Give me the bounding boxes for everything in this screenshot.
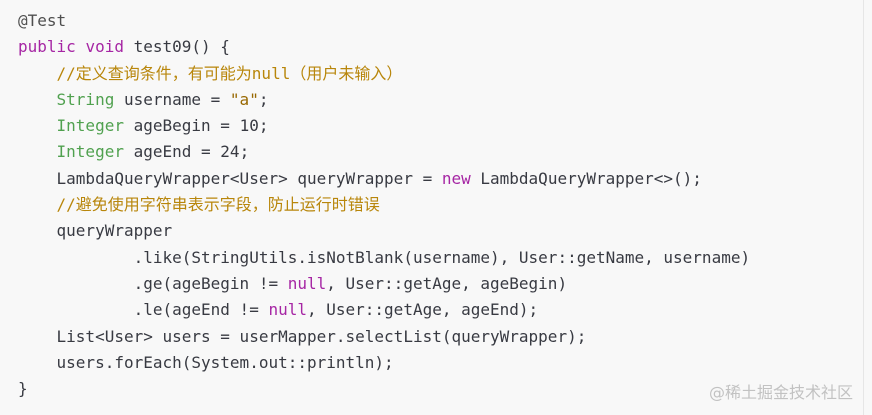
code-token: List<User> users = userMapper.selectList…: [18, 326, 587, 346]
code-token: ageBegin = 10;: [123, 116, 269, 136]
code-token: .le(ageEnd !=: [18, 300, 269, 320]
code-token: @Test: [18, 11, 67, 30]
code-token: LambdaQueryWrapper<User> queryWrapper =: [18, 168, 442, 188]
code-token: Integer: [56, 142, 124, 162]
code-token: [18, 195, 57, 214]
code-token: , User::getAge, ageEnd);: [306, 300, 539, 320]
code-token: username =: [114, 89, 230, 109]
code-token: new: [441, 168, 471, 188]
code-token: Integer: [56, 116, 124, 136]
watermark: @稀土掘金技术社区: [708, 383, 853, 402]
code-token: [18, 142, 57, 161]
code-line: .ge(ageBegin != null, User::getAge, ageB…: [18, 271, 863, 297]
code-line: .le(ageEnd != null, User::getAge, ageEnd…: [18, 297, 863, 323]
code-token: }: [18, 379, 28, 399]
code-token: //定义查询条件，有可能为null（用户未输入）: [56, 63, 403, 83]
code-token: [18, 64, 57, 83]
code-token: null: [268, 300, 307, 320]
code-line: List<User> users = userMapper.selectList…: [18, 324, 863, 350]
code-token: LambdaQueryWrapper<>();: [470, 168, 702, 188]
code-token: //避免使用字符串表示字段，防止运行时错误: [56, 195, 380, 215]
code-line: public void test09() {: [18, 34, 863, 60]
code-token: , User::getAge, ageBegin): [326, 273, 568, 293]
code-token: [76, 37, 86, 56]
code-line: String username = "a";: [18, 87, 863, 113]
code-line: queryWrapper: [18, 218, 863, 244]
code-token: String: [56, 89, 115, 109]
code-line: //定义查询条件，有可能为null（用户未输入）: [18, 61, 863, 87]
code-token: users.forEach(System.out::println);: [18, 352, 394, 372]
code-line: Integer ageEnd = 24;: [18, 139, 863, 165]
code-token: .ge(ageBegin !=: [18, 273, 288, 293]
code-token: "a": [229, 89, 259, 109]
code-line: LambdaQueryWrapper<User> queryWrapper = …: [18, 166, 863, 192]
code-token: ageEnd = 24;: [123, 142, 250, 162]
code-token: queryWrapper: [18, 221, 173, 241]
code-token: .like(StringUtils.isNotBlank(username), …: [18, 247, 751, 267]
code-line: Integer ageBegin = 10;: [18, 113, 863, 139]
code-line: @Test: [18, 8, 863, 34]
code-line: users.forEach(System.out::println);: [18, 350, 863, 376]
code-line: .like(StringUtils.isNotBlank(username), …: [18, 245, 863, 271]
code-line: }: [18, 376, 863, 402]
code-token: [18, 116, 57, 135]
code-token: null: [287, 273, 327, 293]
code-token: ;: [258, 89, 269, 109]
code-content: @Test public void test09() { //定义查询条件，有可能…: [18, 8, 863, 402]
code-token: public: [18, 37, 76, 57]
code-token: test09() {: [123, 37, 230, 57]
code-token: void: [85, 37, 124, 57]
code-token: [18, 90, 57, 109]
code-line: //避免使用字符串表示字段，防止运行时错误: [18, 192, 863, 218]
